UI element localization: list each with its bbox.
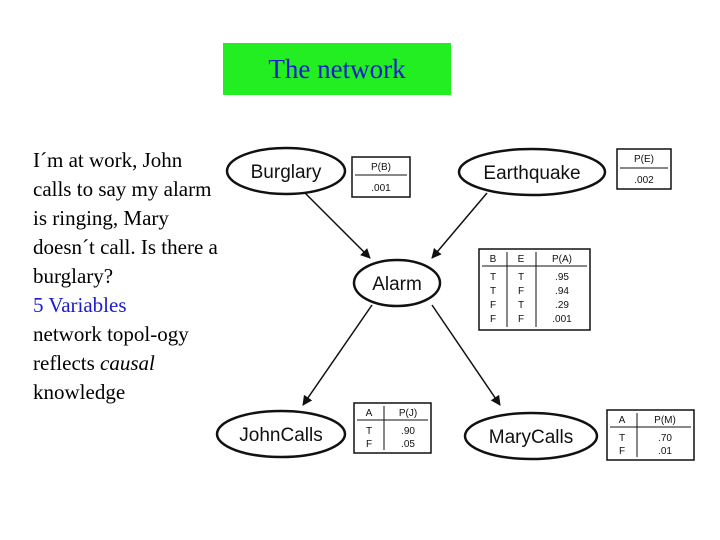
cpt-john-row1-p: .90 (401, 426, 415, 437)
cpt-mary-row1-a: T (619, 433, 625, 444)
cpt-alarm-row1-b: T (490, 272, 496, 283)
cpt-burglary-value: .001 (371, 183, 391, 194)
node-alarm: Alarm (352, 258, 442, 308)
cpt-john-header-a: A (366, 408, 373, 419)
cpt-johncalls: A P(J) T .90 F .05 (353, 402, 432, 454)
cpt-alarm-row4-e: F (518, 314, 524, 325)
node-johncalls: JohnCalls (215, 409, 347, 459)
description-text: I´m at work, John calls to say my alarm … (33, 146, 218, 407)
node-earthquake-label: Earthquake (483, 163, 580, 184)
cpt-john-row2-p: .05 (401, 439, 415, 450)
node-johncalls-label: JohnCalls (239, 425, 322, 446)
cpt-alarm-row3-b: F (490, 300, 496, 311)
node-marycalls: MaryCalls (463, 411, 599, 461)
node-burglary: Burglary (225, 146, 347, 196)
edge-burglary-alarm (304, 192, 371, 259)
cpt-john-row2-a: F (366, 439, 372, 450)
edge-earthquake-alarm (431, 192, 488, 259)
cpt-burglary-header: P(B) (371, 162, 391, 173)
cpt-alarm-header-pa: P(A) (552, 254, 572, 265)
variables-text: 5 Variables (33, 293, 127, 317)
slide-title: The network (268, 53, 406, 84)
cpt-john-row1-a: T (366, 426, 372, 437)
cpt-mary-row1-p: .70 (658, 433, 672, 444)
title-box: The network (223, 43, 451, 95)
cpt-alarm-row4-b: F (490, 314, 496, 325)
topology-text-c: knowledge (33, 380, 126, 404)
scenario-text: I´m at work, John calls to say my alarm … (33, 148, 218, 288)
cpt-marycalls: A P(M) T .70 F .01 (606, 409, 695, 461)
cpt-alarm-row2-b: T (490, 286, 496, 297)
cpt-mary-header-pm: P(M) (654, 415, 676, 426)
edge-alarm-johncalls (302, 304, 373, 406)
cpt-earthquake: P(E) .002 (616, 148, 672, 190)
causal-word: causal (100, 351, 155, 375)
edge-alarm-marycalls (431, 304, 501, 406)
cpt-alarm-header-b: B (490, 254, 497, 265)
cpt-alarm-row2-p: .94 (555, 286, 569, 297)
cpt-mary-header-a: A (619, 415, 626, 426)
cpt-alarm: B E P(A) T T .95 T F .94 F T .29 F F .00… (478, 248, 591, 331)
cpt-earthquake-header: P(E) (634, 154, 654, 165)
cpt-alarm-row1-e: T (518, 272, 524, 283)
topology-text-a: network topol-ogy reflects (33, 322, 189, 375)
cpt-alarm-row3-p: .29 (555, 300, 569, 311)
node-marycalls-label: MaryCalls (489, 427, 573, 448)
cpt-alarm-header-e: E (518, 254, 525, 265)
cpt-alarm-row2-e: F (518, 286, 524, 297)
cpt-mary-row2-a: F (619, 446, 625, 457)
cpt-john-header-pj: P(J) (399, 408, 417, 419)
node-burglary-label: Burglary (251, 162, 322, 183)
topology-text: network topol-ogy reflects causal knowle… (33, 320, 218, 407)
node-alarm-label: Alarm (372, 274, 422, 295)
cpt-alarm-row3-e: T (518, 300, 524, 311)
node-earthquake: Earthquake (457, 147, 607, 197)
cpt-mary-row2-p: .01 (658, 446, 672, 457)
cpt-alarm-row4-p: .001 (552, 314, 572, 325)
cpt-alarm-row1-p: .95 (555, 272, 569, 283)
cpt-earthquake-value: .002 (634, 175, 654, 186)
cpt-burglary: P(B) .001 (351, 156, 411, 198)
